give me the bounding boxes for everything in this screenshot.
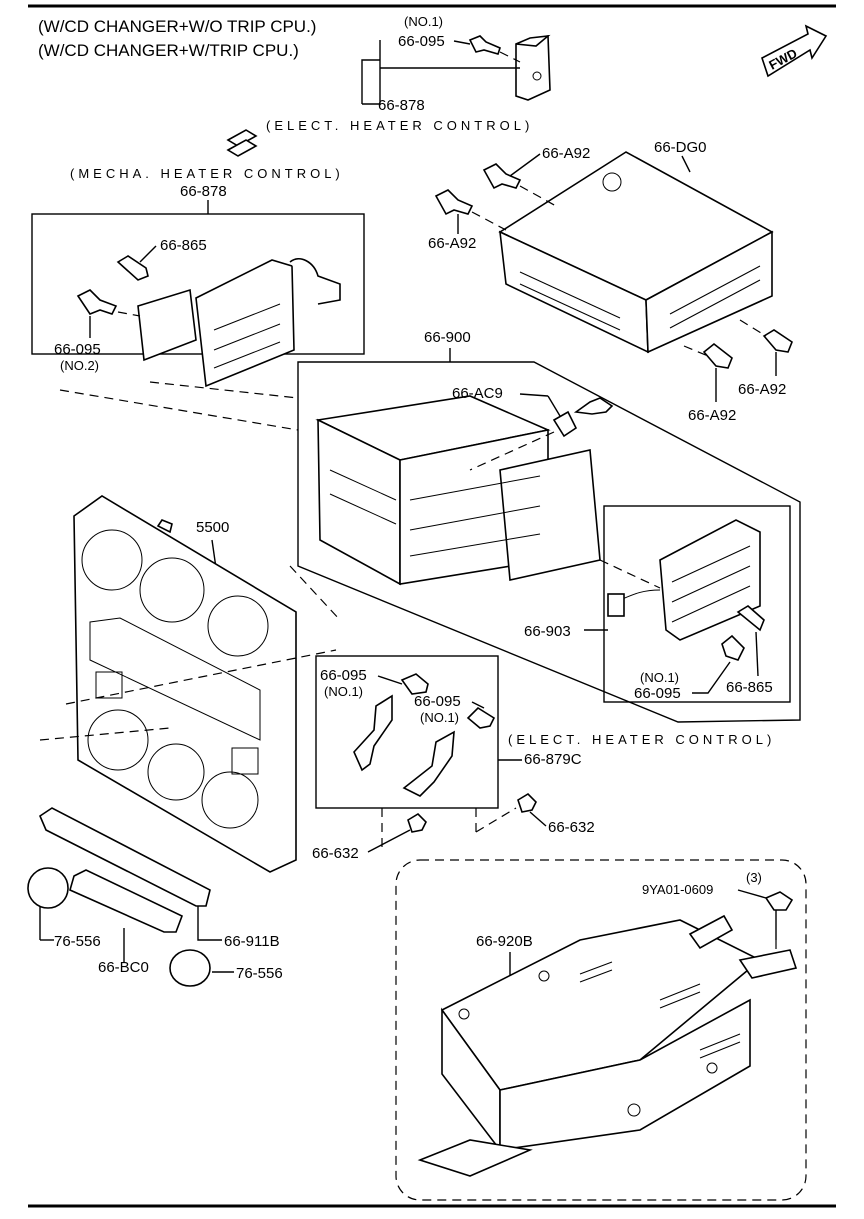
callout-no1-bm: (NO.1) [420, 710, 459, 725]
callout-66-bc0: 66-BC0 [98, 959, 149, 976]
note-mecha-heater: (MECHA. HEATER CONTROL) [70, 166, 344, 181]
callout-76-556-a: 76-556 [54, 933, 101, 950]
callout-66-879c: 66-879C [524, 751, 582, 768]
screw-095-right [721, 634, 745, 661]
note-elect-heater-top: (ELECT. HEATER CONTROL) [266, 118, 533, 133]
front-bezel [73, 495, 297, 873]
callout-66-903: 66-903 [524, 623, 571, 640]
bezel-pointer-icon [156, 519, 173, 534]
screw-632-left [407, 812, 427, 833]
callout-66-878-box: 66-878 [180, 183, 227, 200]
audio-unit [315, 395, 601, 586]
screw-865-box [116, 255, 149, 281]
header-line-2: (W/CD CHANGER+W/TRIP CPU.) [38, 41, 299, 60]
callout-66-a92-d: 66-A92 [738, 381, 786, 398]
callout-66-095-bl: 66-095 [320, 667, 367, 684]
header-line-1: (W/CD CHANGER+W/O TRIP CPU.) [38, 17, 316, 36]
top-bracket [468, 34, 551, 101]
cap-66-bc0 [69, 869, 184, 933]
screw-a92-d [762, 329, 793, 353]
trim-strip-911b [39, 807, 211, 907]
callout-66-878-top: 66-878 [378, 97, 425, 114]
callout-no1-right: (NO.1) [640, 670, 679, 685]
callout-9ya01-0609: 9YA01-0609 [642, 882, 713, 897]
mecha-control-unit [137, 258, 341, 388]
callout-66-095-right: 66-095 [634, 685, 681, 702]
callout-66-a92-c: 66-A92 [688, 407, 736, 424]
mounting-tray-920b [417, 914, 798, 1177]
callout-66-095-box: 66-095 [54, 341, 101, 358]
callout-no1-bl: (NO.1) [324, 684, 363, 699]
note-elect-heater-bottom: (ELECT. HEATER CONTROL) [508, 732, 775, 747]
mounting-bracket-879c [353, 694, 455, 797]
screw-a92-b [434, 189, 474, 216]
callout-no2: (NO.2) [60, 358, 99, 373]
spacer-ac9 [552, 410, 578, 438]
bracket-box [315, 655, 499, 809]
callout-76-556-b: 76-556 [236, 965, 283, 982]
callout-66-095-bm: 66-095 [414, 693, 461, 710]
cap-76-556-a [27, 867, 69, 909]
callout-66-632-left: 66-632 [312, 845, 359, 862]
cap-76-556-b [169, 949, 211, 987]
screw-865-right [736, 605, 765, 632]
screw-095-box [76, 289, 118, 315]
audio-unit-frame [297, 361, 801, 723]
screw-095-bm [466, 706, 496, 729]
callout-66-dg0: 66-DG0 [654, 139, 707, 156]
mecha-control-box [31, 213, 365, 355]
callout-5500: 5500 [196, 519, 229, 536]
callout-66-911b: 66-911B [224, 933, 280, 950]
screw-095-bl [400, 673, 429, 695]
control-board-903 [607, 519, 761, 641]
callout-66-ac9: 66-AC9 [452, 385, 503, 402]
bolt-9ya01 [764, 891, 794, 911]
callout-66-632-right: 66-632 [548, 819, 595, 836]
callout-66-865-box: 66-865 [160, 237, 207, 254]
callout-no1-top: (NO.1) [404, 14, 443, 29]
callout-66-a92-a: 66-A92 [542, 145, 590, 162]
callout-66-900: 66-900 [424, 329, 471, 346]
forward-arrow-icon: FWD [761, 24, 828, 78]
callout-qty-3: (3) [746, 870, 762, 885]
screw-a92-a [482, 163, 522, 190]
callout-66-095-top: 66-095 [398, 33, 445, 50]
subassembly-box [603, 505, 791, 703]
tray-box [395, 859, 807, 1201]
double-arrow-icon [226, 129, 258, 157]
callout-66-865-right: 66-865 [726, 679, 773, 696]
screw-632-right [517, 792, 537, 813]
cd-changer-unit [498, 151, 774, 354]
forward-label: FWD [766, 46, 799, 73]
callout-66-920b: 66-920B [476, 933, 533, 950]
screw-a92-c [702, 342, 733, 369]
callout-66-a92-b: 66-A92 [428, 235, 476, 252]
screw-ac9 [573, 397, 614, 415]
